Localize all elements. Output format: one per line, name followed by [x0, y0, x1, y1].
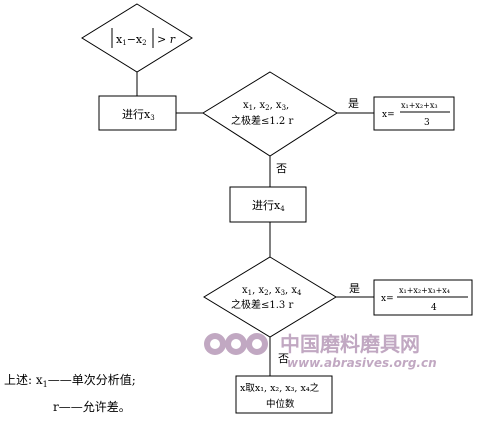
watermark: 中国磨料磨具网 www.abrasives.org.cn	[204, 332, 437, 370]
decision2-line2: 之极差≤1.3 r	[231, 298, 293, 311]
result2-denominator: 4	[431, 303, 437, 313]
watermark-name: 中国磨料磨具网	[280, 332, 420, 356]
decision2-diamond: x1, x2, x3, x4 之极差≤1.3 r 是 否	[203, 256, 360, 365]
gt-r-label: > r	[157, 33, 176, 46]
abrasives-logo-icon	[204, 333, 268, 355]
final-line1: x取x₁, x₂, x₃, x₄之	[240, 382, 320, 394]
result1-numerator: x₁+x₂+x₃	[401, 101, 438, 110]
decision1-diamond: x1, x2, x3, 之极差≤1.2 r 是 否	[202, 71, 359, 175]
final-box: x取x₁, x₂, x₃, x₄之 中位数	[235, 375, 333, 414]
connectors	[136, 72, 374, 376]
decision2-yes-label: 是	[349, 282, 360, 295]
decision1-yes-label: 是	[348, 97, 359, 110]
legend: 上述: x1——单次分析值; r——允许差。	[4, 372, 136, 414]
decision2-no-label: 否	[278, 352, 289, 365]
watermark-url: www.abrasives.org.cn	[287, 356, 437, 370]
result2-lhs: x=	[381, 294, 394, 304]
legend-line2: r——允许差。	[53, 399, 131, 414]
step2-box: 进行x4	[229, 186, 307, 223]
step1-box: 进行x3	[98, 95, 177, 131]
decision1-line2: 之极差≤1.2 r	[231, 114, 293, 127]
decision2-line1: x1, x2, x3, x4	[242, 285, 302, 297]
step2-label: 进行x4	[252, 199, 285, 213]
start-condition-diamond: x1−x2 > r	[81, 3, 193, 73]
svg-text:x1−x2: x1−x2	[116, 33, 147, 47]
final-line2: 中位数	[266, 398, 295, 410]
step1-label: 进行x3	[122, 108, 155, 122]
legend-line1: 上述: x1——单次分析值;	[4, 372, 136, 389]
decision1-no-label: 否	[276, 162, 287, 175]
result1-box: x= x₁+x₂+x₃ 3	[373, 96, 455, 131]
result1-lhs: x=	[382, 110, 395, 120]
result2-numerator: x₁+x₂+x₃+x₄	[399, 286, 450, 295]
result1-denominator: 3	[424, 118, 430, 128]
decision1-line1: x1, x2, x3,	[243, 100, 289, 112]
result2-box: x= x₁+x₂+x₃+x₄ 4	[373, 279, 473, 316]
